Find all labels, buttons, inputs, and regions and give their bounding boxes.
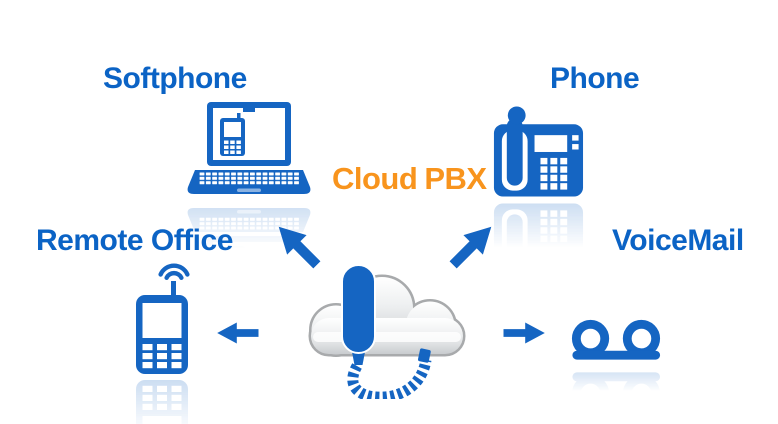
- mobile-phone-icon: [129, 262, 195, 376]
- cloudpbx-title-part1: Cloud: [332, 161, 418, 196]
- mobile-phone-reflection: [129, 378, 195, 424]
- desk-phone-icon: [489, 101, 586, 199]
- laptop-softphone-icon: [187, 102, 311, 200]
- voicemail-graphic: [569, 314, 663, 365]
- voicemail-icon: [569, 314, 663, 365]
- cloud-handset-graphic: [296, 257, 474, 399]
- phone-label: Phone: [550, 62, 640, 95]
- mobile-phone-graphic: [129, 262, 195, 376]
- cloudpbx-title-part2: PBX: [424, 161, 487, 196]
- voicemail-reflection: [569, 367, 663, 418]
- desk-phone-reflection: [489, 201, 586, 299]
- desk-phone-graphic: [489, 101, 586, 199]
- cloud-handset-icon: [296, 257, 474, 399]
- arrow-left-icon: [211, 319, 264, 347]
- arrow-right-icon: [498, 319, 551, 347]
- softphone-label: Softphone: [103, 62, 247, 95]
- laptop-softphone-graphic: [187, 102, 311, 200]
- voicemail-label: VoiceMail: [612, 224, 744, 257]
